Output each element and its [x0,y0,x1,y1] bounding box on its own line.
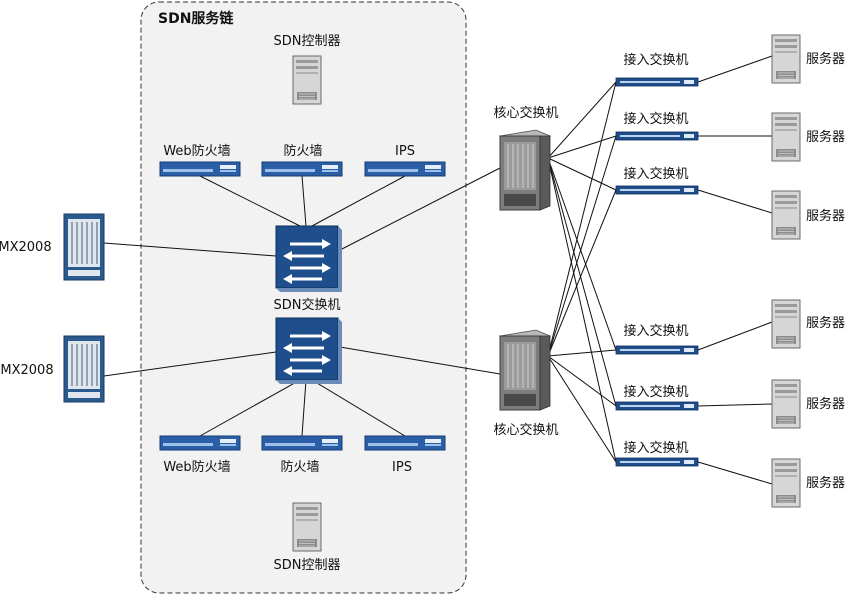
server-icon [771,379,801,429]
appliance-icon [159,161,241,177]
core-switch-bottom: 核心交换机 [493,329,559,438]
appliance-web-firewall-bottom: Web防火墙 [159,435,241,475]
appliance-icon [364,161,446,177]
server-label: 服务器 [806,208,845,224]
server-icon [292,55,322,105]
server-icon [771,34,801,84]
access-switch-1: 接入交换机 [615,52,699,87]
appliance-label: Web防火墙 [163,459,230,475]
server-icon [771,190,801,240]
server-5: 服务器 [771,379,845,429]
appliance-label: 防火墙 [283,143,322,159]
access-switch-4: 接入交换机 [615,323,699,355]
core-switch-icon [499,329,551,411]
server-label: 服务器 [806,396,845,412]
access-switch-5: 接入交换机 [615,384,699,411]
access-switch-icon [615,457,699,467]
server-icon [292,502,322,552]
group-title: SDN服务链 [158,10,234,27]
core-switch-top: 核心交换机 [493,105,559,211]
core-top-label: 核心交换机 [493,105,558,121]
access-label: 接入交换机 [623,323,688,339]
router-chassis-icon [63,335,105,403]
sdn-switch-icon [274,316,344,386]
access-label: 接入交换机 [623,52,688,68]
appliance-firewall-top: 防火墙 [261,143,343,177]
sdn-switch-top [274,224,344,294]
server-label: 服务器 [806,475,845,491]
access-switch-icon [615,131,699,141]
server-icon [771,112,801,162]
server-3: 服务器 [771,190,845,240]
sdn-controller-top: SDN控制器 [274,34,341,105]
appliance-firewall-bottom: 防火墙 [261,435,343,475]
server-icon [771,458,801,508]
appliance-icon [261,435,343,451]
controller-bottom-label: SDN控制器 [274,558,341,573]
server-icon [771,299,801,349]
access-switch-2: 接入交换机 [615,111,699,141]
server-label: 服务器 [806,129,845,145]
access-switch-6: 接入交换机 [615,440,699,467]
router-chassis-icon [63,213,105,281]
server-1: 服务器 [771,34,845,84]
access-label: 接入交换机 [623,440,688,456]
controller-top-label: SDN控制器 [274,34,341,49]
sdn-switch-icon [274,224,344,294]
mx-router-top: MX2008 [0,213,105,281]
appliance-icon [159,435,241,451]
appliance-label: 防火墙 [280,459,319,475]
appliance-label: IPS [392,460,412,475]
access-switch-icon [615,401,699,411]
mx-top-label: MX2008 [0,240,52,255]
appliance-icon [364,435,446,451]
access-switch-3: 接入交换机 [615,166,699,195]
sdn-switch-label: SDN交换机 [274,297,341,313]
server-6: 服务器 [771,458,845,508]
server-label: 服务器 [806,315,845,331]
core-bottom-label: 核心交换机 [493,422,558,438]
links [103,55,773,485]
sdn-controller-bottom: SDN控制器 [274,502,341,573]
appliance-web-firewall-top: Web防火墙 [159,143,241,177]
appliance-icon [261,161,343,177]
access-label: 接入交换机 [623,384,688,400]
appliance-label: IPS [395,144,415,159]
mx-bottom-label: MX2008 [0,363,53,378]
sdn-switch-bottom [274,316,344,386]
access-label: 接入交换机 [623,166,688,182]
appliance-label: Web防火墙 [163,143,230,159]
server-4: 服务器 [771,299,845,349]
server-label: 服务器 [806,51,845,67]
access-switch-icon [615,345,699,355]
access-switch-icon [615,185,699,195]
server-2: 服务器 [771,112,845,162]
appliance-ips-top: IPS [364,144,446,177]
access-switch-icon [615,77,699,87]
appliance-ips-bottom: IPS [364,435,446,475]
access-label: 接入交换机 [623,111,688,127]
mx-router-bottom: MX2008 [0,335,105,403]
core-switch-icon [499,129,551,211]
